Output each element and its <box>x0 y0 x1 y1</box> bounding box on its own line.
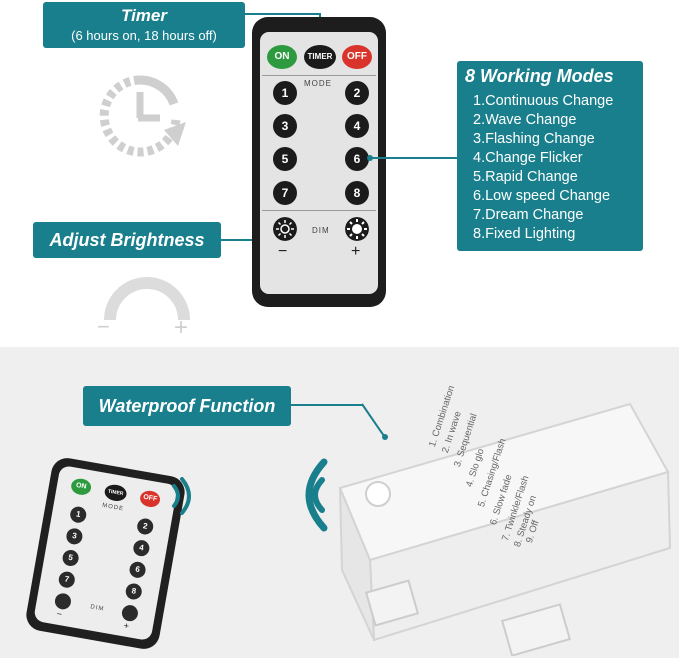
mode-button-4[interactable]: 4 <box>345 114 369 138</box>
clock-timer-icon <box>99 75 186 157</box>
mode-button-3[interactable]: 3 <box>273 114 297 138</box>
modes-connector-dot <box>367 155 373 161</box>
waterproof-label-box: Waterproof Function <box>83 386 291 426</box>
waterproof-connector <box>291 404 363 406</box>
mode-button-2[interactable]: 2 <box>345 81 369 105</box>
brightness-label-box: Adjust Brightness <box>33 222 221 258</box>
small-mode-button-7[interactable]: 7 <box>57 570 77 589</box>
small-off-button[interactable]: OFF <box>138 489 162 509</box>
small-mode-label: MODE <box>101 502 125 513</box>
mode-button-5[interactable]: 5 <box>273 147 297 171</box>
brightness-arc-icon <box>104 277 190 321</box>
timer-connector <box>245 13 320 15</box>
remote-minus-label: − <box>278 243 288 260</box>
mode-item-3: 3.Flashing Change <box>473 131 595 147</box>
small-minus-label: − <box>55 608 63 620</box>
modes-list: 1.Continuous Change 2.Wave Change 3.Flas… <box>473 92 643 244</box>
mode-item-5: 5.Rapid Change <box>473 169 578 185</box>
dim-down-sun-icon[interactable] <box>273 217 297 241</box>
mode-item-1: 1.Continuous Change <box>473 93 614 109</box>
mode-button-8[interactable]: 8 <box>345 181 369 205</box>
brightness-title: Adjust Brightness <box>49 230 205 250</box>
on-button[interactable]: ON <box>267 45 297 69</box>
brightness-plus-sign: + <box>174 314 189 341</box>
mode-item-6: 6.Low speed Change <box>473 188 611 204</box>
remote-signal-icon <box>172 477 191 515</box>
small-mode-button-3[interactable]: 3 <box>65 527 84 546</box>
dim-up-sun-icon[interactable] <box>345 217 369 241</box>
mode-item-2: 2.Wave Change <box>473 112 577 128</box>
small-mode-button-8[interactable]: 8 <box>124 582 144 601</box>
small-mode-button-5[interactable]: 5 <box>61 548 80 568</box>
timer-subtitle: (6 hours on, 18 hours off) <box>71 28 217 43</box>
mode-button-7[interactable]: 7 <box>273 181 297 205</box>
small-mode-button-1[interactable]: 1 <box>68 505 88 524</box>
small-mode-button-6[interactable]: 6 <box>128 560 147 580</box>
mode-item-8: 8.Fixed Lighting <box>473 226 576 242</box>
small-mode-button-4[interactable]: 4 <box>132 538 151 558</box>
off-button[interactable]: OFF <box>342 45 372 69</box>
dim-label: DIM <box>312 226 330 235</box>
receiver-signal-icon <box>305 458 328 532</box>
mode-item-7: 7.Dream Change <box>473 207 584 223</box>
battery-box-graphic <box>338 402 672 656</box>
remote-plus-label: + <box>351 243 361 260</box>
mode-label: MODE <box>304 79 332 88</box>
modes-title: 8 Working Modes <box>465 66 614 86</box>
waterproof-title: Waterproof Function <box>98 396 276 416</box>
small-sun-up-icon[interactable] <box>120 603 140 623</box>
small-timer-button[interactable]: TIMER <box>103 483 128 503</box>
modes-connector <box>372 157 457 159</box>
timer-label-box: Timer (6 hours on, 18 hours off) <box>43 2 245 48</box>
timer-button[interactable]: TIMER <box>304 45 336 69</box>
small-sun-down-icon[interactable] <box>53 592 73 611</box>
modes-box: 8 Working Modes 1.Continuous Change 2.Wa… <box>457 61 643 251</box>
mode-button-6[interactable]: 6 <box>345 147 369 171</box>
waterproof-connector-diagonal <box>361 403 388 440</box>
timer-title: Timer <box>121 6 167 25</box>
brightness-minus-sign: − <box>97 314 110 339</box>
remote-divider-bottom <box>262 210 376 211</box>
small-on-button[interactable]: ON <box>69 477 93 497</box>
small-dim-label: DIM <box>89 604 105 613</box>
small-plus-label: + <box>122 620 130 632</box>
small-mode-button-2[interactable]: 2 <box>135 517 155 536</box>
remote-divider-top <box>262 75 376 76</box>
brightness-connector <box>221 239 277 241</box>
mode-button-1[interactable]: 1 <box>273 81 297 105</box>
mode-item-4: 4.Change Flicker <box>473 150 583 166</box>
